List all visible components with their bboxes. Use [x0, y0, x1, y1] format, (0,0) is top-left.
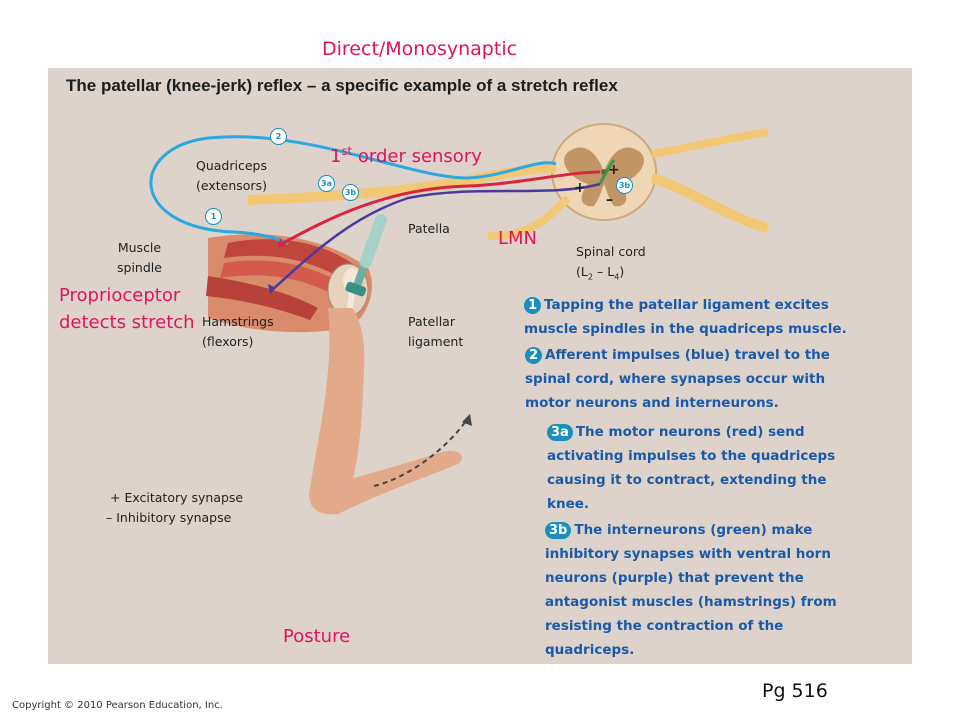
- reflex-illustration: [149, 123, 770, 515]
- patellar-ligament-label: Patellar ligament: [408, 314, 464, 349]
- proprioceptor-note: Proprioceptor detects stretch: [59, 285, 195, 333]
- spinal-cord-label: Spinal cord (L2 – L4): [576, 244, 646, 282]
- step-3b-badge: 3b: [545, 522, 572, 539]
- spinal-cord-graphic: [247, 123, 770, 241]
- muscle-spindle-label: Muscle spindle: [117, 240, 162, 275]
- marker-2: 2: [270, 128, 287, 145]
- marker-3b-cord: 3b: [616, 177, 633, 194]
- minus-sign: –: [606, 192, 613, 208]
- direct-monosynaptic-note: Direct/Monosynaptic: [322, 38, 518, 60]
- first-order-sensory-note: 1st order sensory: [330, 144, 482, 167]
- step-1-badge: 1: [524, 297, 542, 314]
- marker-3a: 3a: [318, 175, 335, 192]
- patella-label: Patella: [408, 221, 450, 236]
- step-3a-badge: 3a: [547, 424, 573, 441]
- plus-sign-top: +: [608, 162, 620, 178]
- inhibitory-synapse-legend: – Inhibitory synapse: [106, 510, 232, 525]
- posture-note: Posture: [283, 626, 351, 647]
- page-reference: Pg 516: [762, 680, 828, 702]
- copyright: Copyright © 2010 Pearson Education, Inc.: [12, 700, 223, 711]
- marker-1: 1: [205, 208, 222, 225]
- neural-pathways: [149, 135, 616, 294]
- leg-graphic: [206, 214, 472, 515]
- lmn-note: LMN: [498, 228, 538, 249]
- marker-3b: 3b: [342, 184, 359, 201]
- figure-title: The patellar (knee-jerk) reflex – a spec…: [66, 76, 618, 95]
- step-2-badge: 2: [525, 347, 543, 364]
- quadriceps-label: Quadriceps (extensors): [196, 158, 267, 193]
- figure-panel: [48, 68, 912, 664]
- excitatory-synapse-legend: + Excitatory synapse: [110, 490, 244, 505]
- plus-sign-left: +: [574, 180, 586, 196]
- hamstrings-label: Hamstrings (flexors): [202, 314, 274, 349]
